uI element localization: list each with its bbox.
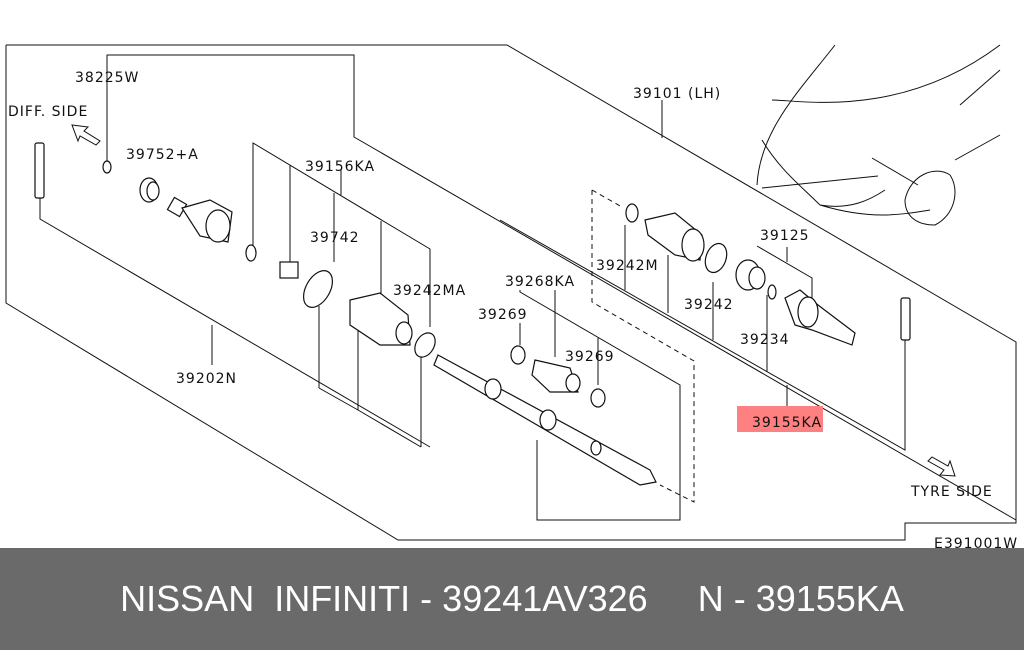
- drive-shaft-icon: [433, 354, 657, 486]
- part-label[interactable]: 39234: [740, 332, 790, 348]
- bearing-icon: [735, 259, 777, 300]
- part-label[interactable]: 38225W: [75, 70, 139, 86]
- car-illustration-icon: [756, 44, 1001, 226]
- part-label[interactable]: 39242MA: [393, 283, 466, 299]
- leader-39202n: [39, 198, 431, 448]
- part-label[interactable]: 39752+A: [126, 147, 199, 163]
- boot-icon: [349, 292, 413, 346]
- tyre-side-label: TYRE SIDE: [910, 484, 993, 500]
- part-label[interactable]: 39742: [310, 230, 360, 246]
- part-label[interactable]: 39269: [565, 349, 615, 365]
- diagram-code: E391001W: [934, 536, 1018, 548]
- band-icon: [302, 270, 334, 308]
- outer-joint-icon: [784, 289, 856, 346]
- leader-38225w: [106, 54, 1017, 521]
- arrow-diff-side-icon: [71, 124, 101, 146]
- leader-39156ka: [252, 142, 431, 327]
- part-label[interactable]: 39268KA: [505, 274, 575, 290]
- damper-icon: [510, 345, 606, 408]
- part-number-banner: NISSAN INFINITI - 39241AV326 N - 39155KA: [0, 548, 1024, 650]
- outer-boot-icon: [625, 203, 728, 274]
- part-label[interactable]: 39242M: [596, 258, 659, 274]
- part-label[interactable]: 39125: [760, 228, 810, 244]
- diagram-frame: [5, 44, 1017, 541]
- diff-side-label: DIFF. SIDE: [8, 104, 88, 120]
- highlight-39155ka: [737, 406, 823, 432]
- spider-icon: [279, 261, 299, 279]
- snap-ring-icon: [245, 244, 257, 262]
- leader-39268ka: [519, 290, 681, 521]
- part-label[interactable]: 39269: [478, 307, 528, 323]
- part-label[interactable]: 39101 (LH): [633, 86, 721, 102]
- oil-seal-icon: [139, 177, 160, 203]
- arrow-tyre-side-icon: [927, 456, 956, 477]
- part-label-highlighted[interactable]: 39155KA: [752, 415, 822, 431]
- housing-icon: [166, 196, 233, 243]
- shaft-icon: [34, 142, 911, 341]
- part-label[interactable]: 39202N: [176, 371, 237, 387]
- parts-diagram: 38225W DIFF. SIDE 39752+A 39156KA 39742 …: [5, 44, 1018, 548]
- banner-text: NISSAN INFINITI - 39241AV326 N - 39155KA: [120, 578, 904, 619]
- kit-box: [591, 190, 695, 503]
- part-label[interactable]: 39242: [684, 297, 734, 313]
- part-label[interactable]: 39156KA: [305, 159, 375, 175]
- dust-cover-icon: [102, 160, 112, 174]
- band-icon: [414, 332, 436, 358]
